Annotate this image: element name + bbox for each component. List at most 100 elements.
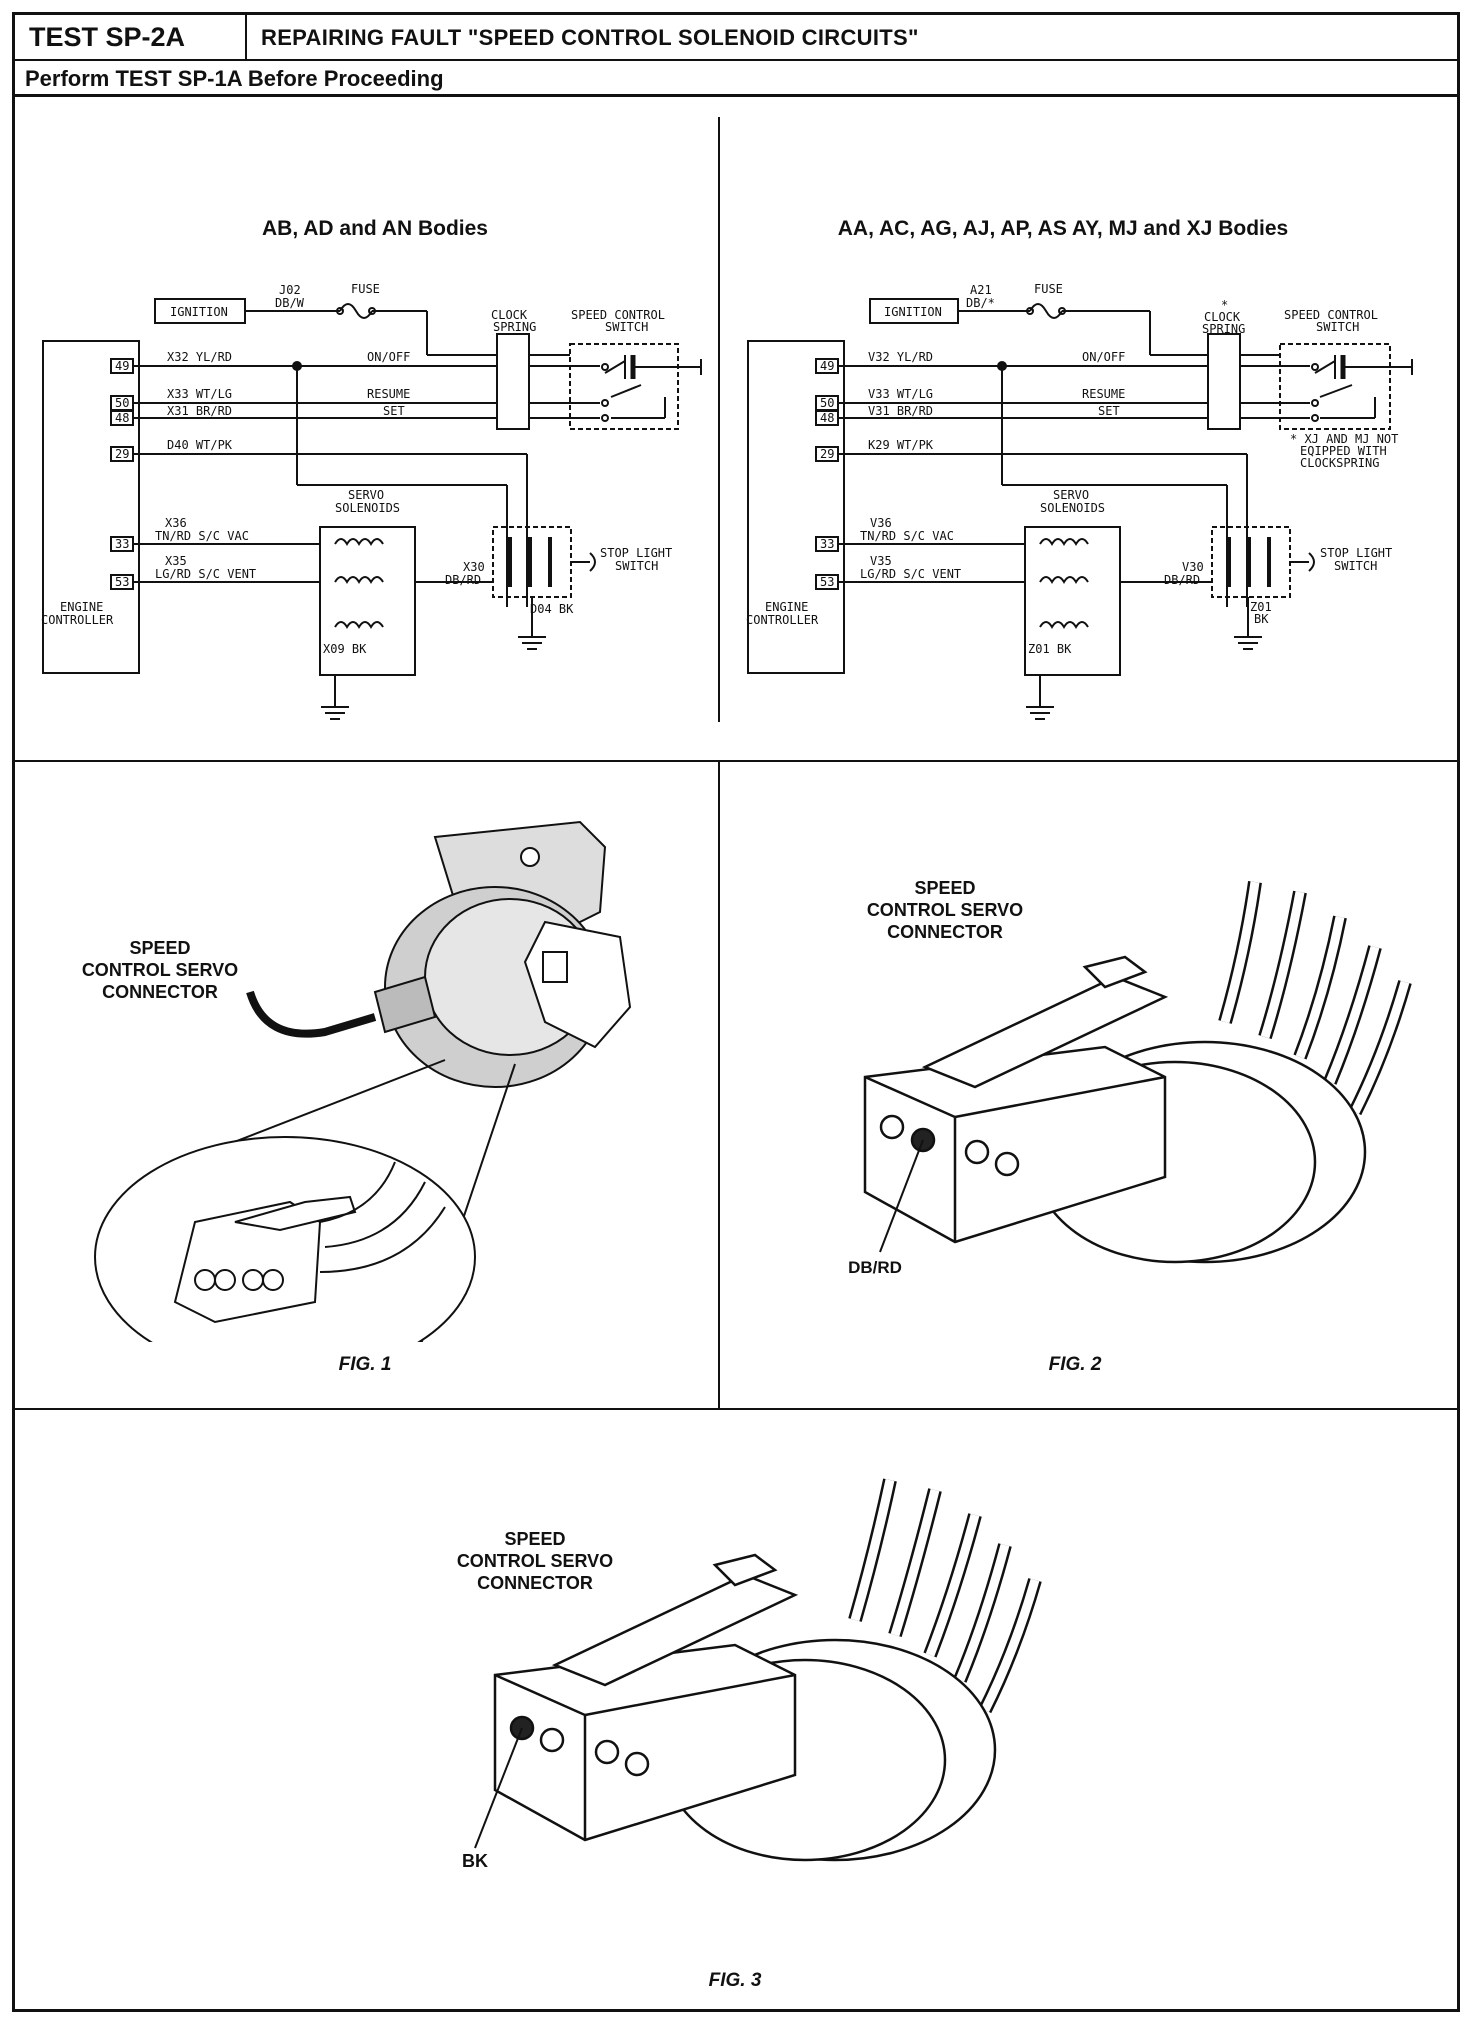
left-stop-light-label-2: SWITCH xyxy=(615,559,658,573)
right-pin-33: 33 xyxy=(820,537,834,551)
fig2-connector-body xyxy=(863,1045,1167,1244)
left-schematic: 49 50 48 29 33 53 IGNITION J02 DB/W FUSE… xyxy=(41,282,702,720)
right-wire-vent: LG/RD S/C VENT xyxy=(860,567,961,581)
left-engine-controller-box xyxy=(42,340,140,674)
right-note-line-1: * XJ AND MJ NOT xyxy=(1290,432,1398,446)
left-fuse-label: FUSE xyxy=(351,282,380,296)
figure-row: SPEED CONTROL SERVO CONNECTOR xyxy=(15,762,1457,1410)
fig3-connector-body xyxy=(493,1643,797,1842)
left-wire-vent: LG/RD S/C VENT xyxy=(155,567,256,581)
diagram-divider xyxy=(718,117,720,722)
prerequisite-note: Perform TEST SP-1A Before Proceeding xyxy=(15,61,1457,97)
wiring-diagrams: AB, AD and AN Bodies AA, AC, AG, AJ, AP,… xyxy=(15,97,1457,762)
left-func-set: SET xyxy=(383,404,405,418)
left-wire-set: X31 BR/RD xyxy=(167,404,232,418)
right-stop-light-label: STOP LIGHT xyxy=(1320,546,1392,560)
page-frame: TEST SP-2A REPAIRING FAULT "SPEED CONTRO… xyxy=(12,12,1460,2012)
right-stop-ground-code: Z01 xyxy=(1250,600,1272,614)
right-stop-color: DB/RD xyxy=(1164,573,1200,587)
fig3-label-line-2: CONTROL SERVO xyxy=(456,1551,614,1571)
left-stop-color: DB/RD xyxy=(445,573,481,587)
right-diagram-heading: AA, AC, AG, AJ, AP, AS AY, MJ and XJ Bod… xyxy=(837,217,1289,240)
left-diagram-heading: AB, AD and AN Bodies xyxy=(262,217,488,240)
fig3-callout: BK xyxy=(462,1851,488,1871)
left-pin-33: 33 xyxy=(115,537,129,551)
right-stop-light-label-2: SWITCH xyxy=(1334,559,1377,573)
left-controller-label: ENGINE xyxy=(60,600,103,614)
right-switch-label-2: SWITCH xyxy=(1316,320,1359,334)
fig3-caption: FIG. 3 xyxy=(708,1970,762,1991)
left-controller-label-2: CONTROLLER xyxy=(41,613,114,627)
right-feed-circuit: A21 xyxy=(970,283,992,297)
right-clock-spring xyxy=(1207,333,1241,430)
left-feed-circuit: J02 xyxy=(279,283,301,297)
fig2-callout: DB/RD xyxy=(848,1258,902,1277)
left-fuse-symbol xyxy=(339,303,373,319)
left-pin-50: 50 xyxy=(115,396,129,410)
fig1-label: SPEED CONTROL SERVO CONNECTOR xyxy=(45,937,275,1003)
fig2-latch xyxy=(921,975,1169,1089)
right-fuse-symbol xyxy=(1029,303,1063,319)
left-wire-vac: TN/RD S/C VAC xyxy=(155,529,249,543)
right-servo-solenoids-box xyxy=(1024,526,1121,676)
fig1-illustration xyxy=(94,820,632,1342)
fig1-label-line-2: CONTROL SERVO xyxy=(81,960,239,980)
right-fuse-label: FUSE xyxy=(1034,282,1063,296)
fig2-label: SPEED CONTROL SERVO CONNECTOR xyxy=(830,877,1060,943)
right-feed-color: DB/* xyxy=(966,296,995,310)
right-stop-code: V30 xyxy=(1182,560,1204,574)
fig2-label-line-2: CONTROL SERVO xyxy=(866,900,1024,920)
left-pin-29: 29 xyxy=(115,447,129,461)
right-pin-53: 53 xyxy=(820,575,834,589)
fig2-caption: FIG. 2 xyxy=(1048,1354,1102,1375)
test-id: TEST SP-2A xyxy=(15,15,247,59)
left-func-on-off: ON/OFF xyxy=(367,350,410,364)
fig2-illustration xyxy=(863,881,1412,1264)
left-servo-label: SERVO xyxy=(348,488,384,502)
page-title: REPAIRING FAULT "SPEED CONTROL SOLENOID … xyxy=(261,25,919,50)
fig2-label-line-1: SPEED xyxy=(914,878,976,898)
right-wire-resume: V33 WT/LG xyxy=(868,387,933,401)
left-ignition-label: IGNITION xyxy=(170,305,228,319)
right-func-resume: RESUME xyxy=(1082,387,1125,401)
right-pin-49: 49 xyxy=(820,359,834,373)
left-switch-label: SPEED CONTROL xyxy=(571,308,665,322)
left-stop-ground: D04 BK xyxy=(530,602,574,616)
right-wire-vac: TN/RD S/C VAC xyxy=(860,529,954,543)
right-vent-code: V35 xyxy=(870,554,892,568)
fig3-label-line-3: CONNECTOR xyxy=(477,1573,593,1593)
left-wire-on-off: X32 YL/RD xyxy=(167,350,232,364)
left-func-resume: RESUME xyxy=(367,387,410,401)
left-stop-light-label: STOP LIGHT xyxy=(600,546,672,560)
right-clock-spring-star: * xyxy=(1221,298,1228,312)
right-switch-label: SPEED CONTROL xyxy=(1284,308,1378,322)
left-servo-ground: X09 BK xyxy=(323,642,367,656)
right-note-line-2: EQIPPED WITH xyxy=(1300,444,1387,458)
right-speed-control-switch xyxy=(1279,343,1391,430)
figure-divider xyxy=(718,762,720,1408)
left-pin-48: 48 xyxy=(115,411,129,425)
left-vent-code: X35 xyxy=(165,554,187,568)
fig3-latch xyxy=(551,1573,799,1687)
right-controller-label: ENGINE xyxy=(765,600,808,614)
fig1-label-line-3: CONNECTOR xyxy=(102,982,218,1002)
left-switch-label-2: SWITCH xyxy=(605,320,648,334)
left-servo-label-2: SOLENOIDS xyxy=(335,501,400,515)
right-servo-label: SERVO xyxy=(1053,488,1089,502)
left-clock-spring-label: CLOCK xyxy=(491,308,528,322)
fig1-caption: FIG. 1 xyxy=(338,1354,392,1375)
right-stop-ground-color: BK xyxy=(1254,612,1269,626)
left-vac-code: X36 xyxy=(165,516,187,530)
right-engine-controller-box xyxy=(747,340,845,674)
right-servo-label-2: SOLENOIDS xyxy=(1040,501,1105,515)
right-servo-ground: Z01 BK xyxy=(1028,642,1072,656)
left-clock-spring-label-2: SPRING xyxy=(493,320,536,334)
right-func-on-off: ON/OFF xyxy=(1082,350,1125,364)
left-servo-solenoids-box xyxy=(319,526,416,676)
right-clock-spring-label: CLOCK xyxy=(1204,310,1241,324)
fig3-illustration xyxy=(474,1478,1042,1862)
right-wire-brake: K29 WT/PK xyxy=(868,438,934,452)
right-pin-50: 50 xyxy=(820,396,834,410)
left-feed-color: DB/W xyxy=(275,296,305,310)
fig3-label-line-1: SPEED xyxy=(504,1529,566,1549)
